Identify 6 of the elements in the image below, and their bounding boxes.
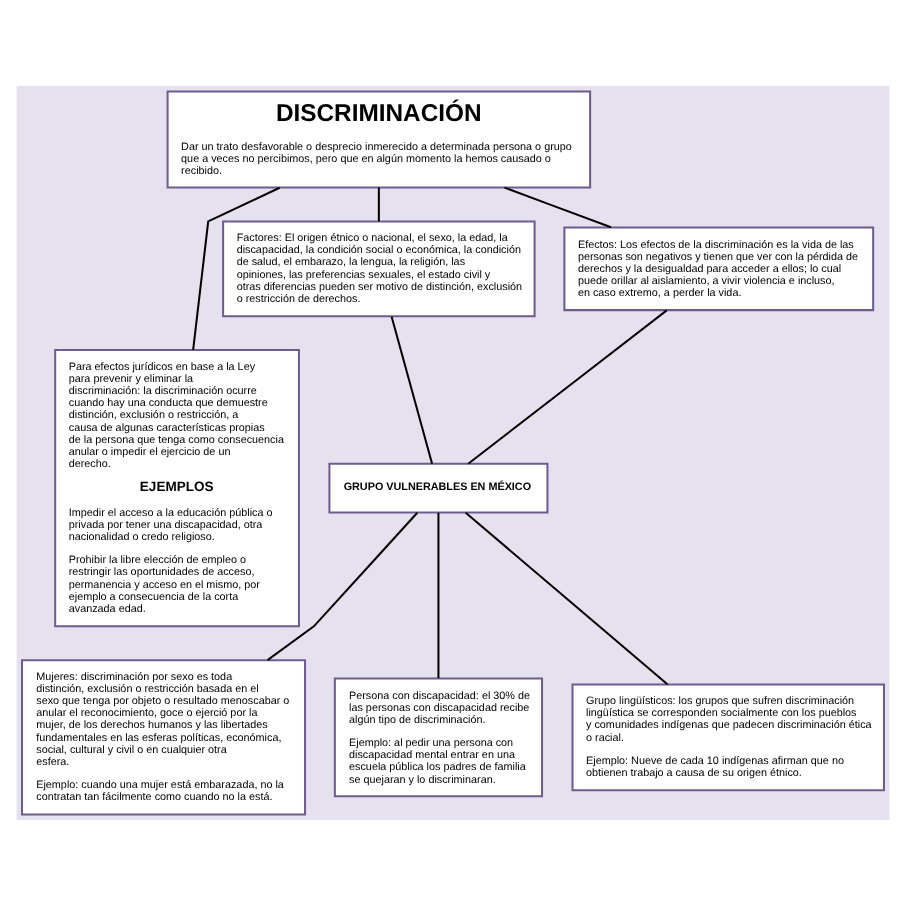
connector	[192, 186, 281, 350]
connector	[467, 309, 668, 465]
connector	[377, 187, 380, 222]
connector	[390, 316, 434, 465]
connector	[437, 512, 440, 679]
connector	[465, 511, 669, 686]
